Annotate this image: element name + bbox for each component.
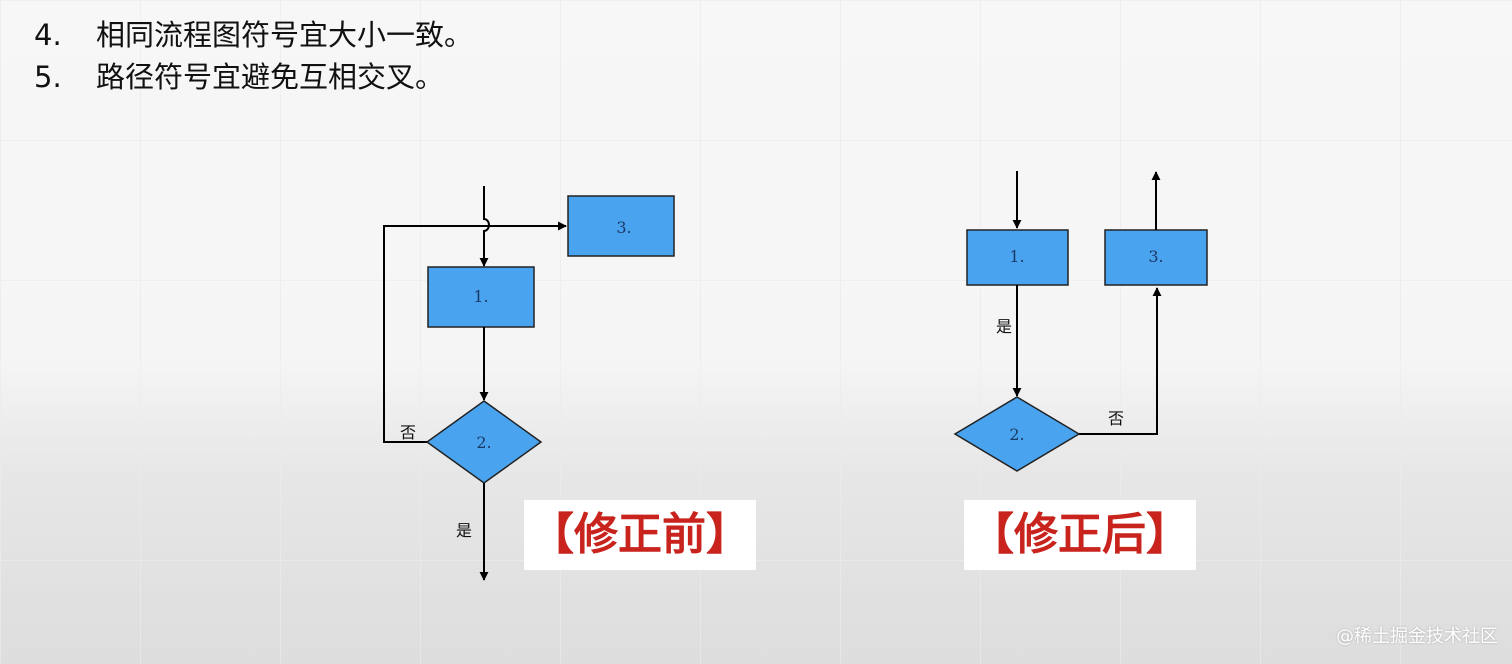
after-edge-no (1079, 287, 1162, 435)
before-caption: 【修正前】 (524, 500, 756, 570)
before-diagram: 1. 2. 否 3. 是 (383, 186, 675, 581)
after-node-3 (1104, 229, 1208, 286)
guideline-text: 相同流程图符号宜大小一致。 (96, 18, 474, 52)
before-yes-label: 是 (456, 521, 472, 540)
guideline-number: 4. (34, 18, 62, 52)
after-node-2 (953, 396, 1081, 472)
after-node-1-label: 1. (1009, 247, 1024, 266)
before-no-label: 否 (400, 423, 416, 442)
after-diagram: 1. 是 2. 否 3. (953, 171, 1208, 472)
after-caption: 【修正后】 (964, 500, 1196, 570)
before-node-1 (427, 266, 535, 328)
after-no-label: 否 (1108, 409, 1124, 428)
before-node-3-label: 3. (616, 218, 631, 237)
after-node-2-label: 2. (1009, 425, 1024, 444)
guideline-item: 4. 相同流程图符号宜大小一致。 (34, 14, 473, 56)
before-node-1-label: 1. (473, 287, 488, 306)
after-node-1 (966, 229, 1069, 286)
guideline-number: 5. (34, 60, 62, 94)
before-edge-no-loop (383, 221, 567, 443)
watermark: @稀土掘金技术社区 (1336, 626, 1498, 647)
after-yes-label: 是 (996, 317, 1012, 336)
guideline-list: 4. 相同流程图符号宜大小一致。 5. 路径符号宜避免互相交叉。 (34, 14, 473, 98)
guideline-text: 路径符号宜避免互相交叉。 (96, 60, 445, 94)
after-node-3-label: 3. (1148, 247, 1163, 266)
before-node-2-label: 2. (476, 433, 491, 452)
before-node-3 (567, 195, 675, 257)
guideline-item: 5. 路径符号宜避免互相交叉。 (34, 56, 473, 98)
